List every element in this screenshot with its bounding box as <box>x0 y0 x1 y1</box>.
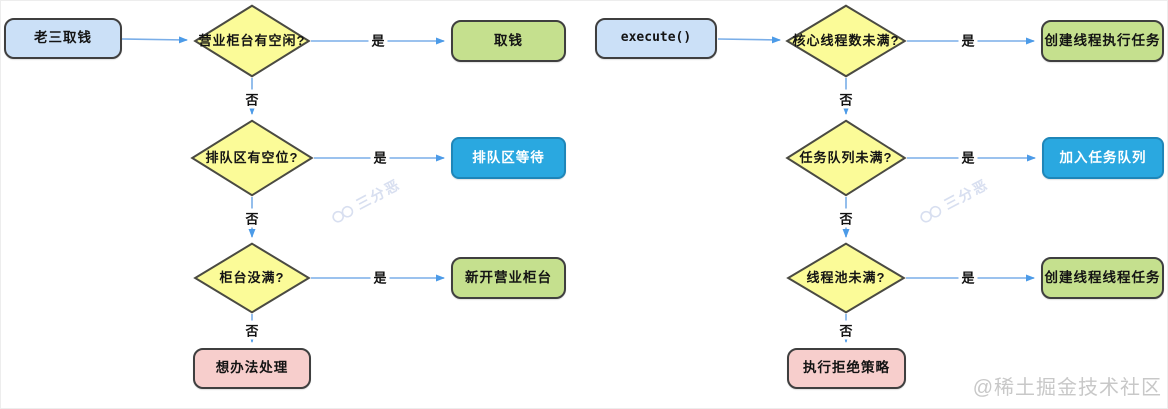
flow-node-left-result-2: 排队区等待 <box>451 137 566 179</box>
diamond-shape <box>786 120 906 196</box>
node-label: 想办法处理 <box>215 360 289 376</box>
node-label: 营业柜台有空闲? <box>198 32 306 48</box>
node-label: 老三取钱 <box>34 30 92 46</box>
flow-node-right-start: execute() <box>595 18 717 59</box>
flow-node-left-fallback: 想办法处理 <box>193 348 311 389</box>
edge-label-no: 否 <box>242 320 262 340</box>
node-label: 柜台没满? <box>219 269 285 285</box>
edge-label-yes: 是 <box>958 267 978 287</box>
connector <box>717 36 781 44</box>
diamond-shape <box>786 5 906 77</box>
edge-label-yes: 是 <box>368 30 388 50</box>
edge-label-no: 否 <box>242 208 262 228</box>
diamond-shape <box>787 243 905 313</box>
edge-label-no: 否 <box>242 89 262 109</box>
watermark-logo-glasses-icon <box>920 205 942 223</box>
diamond-shape <box>194 243 310 313</box>
node-label: 核心线程数未满? <box>792 32 900 48</box>
edge-label-yes: 是 <box>370 267 390 287</box>
node-label: 线程池未满? <box>806 269 886 285</box>
edge-label-no: 否 <box>836 208 856 228</box>
edge-label-yes: 是 <box>370 147 390 167</box>
flow-decision-right-2: 任务队列未满? <box>786 120 906 196</box>
watermark-brand: 三分恶 <box>915 174 992 228</box>
node-label: 排队区等待 <box>472 149 545 165</box>
node-label: 加入任务队列 <box>1059 149 1147 165</box>
node-label: execute() <box>620 30 692 46</box>
diamond-shape <box>194 5 310 77</box>
edge-label-no: 否 <box>836 320 856 340</box>
flow-node-left-start: 老三取钱 <box>4 18 122 59</box>
flow-decision-left-2: 排队区有空位? <box>191 120 313 196</box>
watermark-brand: 三分恶 <box>327 174 404 228</box>
edge-label-yes: 是 <box>958 147 978 167</box>
flow-node-right-result-1: 创建线程执行任务 <box>1041 20 1164 62</box>
node-label: 排队区有空位? <box>205 149 299 165</box>
edge-label-yes: 是 <box>958 30 978 50</box>
watermark-brand-text: 三分恶 <box>353 175 404 213</box>
watermark-logo-glasses-icon <box>332 205 354 223</box>
edge-label-no: 否 <box>836 89 856 109</box>
diamond-shape <box>191 120 313 196</box>
flow-node-left-result-1: 取钱 <box>451 20 566 62</box>
flow-decision-right-1: 核心线程数未满? <box>786 5 906 77</box>
connector <box>121 36 188 44</box>
node-label: 创建线程线程任务 <box>1044 269 1161 285</box>
node-label: 新开营业柜台 <box>465 269 552 285</box>
flow-node-right-result-3: 创建线程线程任务 <box>1041 257 1164 299</box>
node-label: 任务队列未满? <box>799 149 893 165</box>
node-label: 创建线程执行任务 <box>1044 32 1161 48</box>
flow-decision-left-1: 营业柜台有空闲? <box>194 5 310 77</box>
watermark-brand-text: 三分恶 <box>941 175 992 213</box>
flow-decision-right-3: 线程池未满? <box>787 243 905 313</box>
flow-node-right-result-2: 加入任务队列 <box>1042 137 1164 179</box>
node-label: 取钱 <box>494 32 523 48</box>
node-label: 执行拒绝策略 <box>803 360 890 376</box>
watermark-community: @稀土掘金技术社区 <box>972 377 1162 399</box>
flow-node-left-result-3: 新开营业柜台 <box>451 257 566 299</box>
flow-decision-left-3: 柜台没满? <box>194 243 310 313</box>
flow-node-right-fallback: 执行拒绝策略 <box>787 348 906 389</box>
